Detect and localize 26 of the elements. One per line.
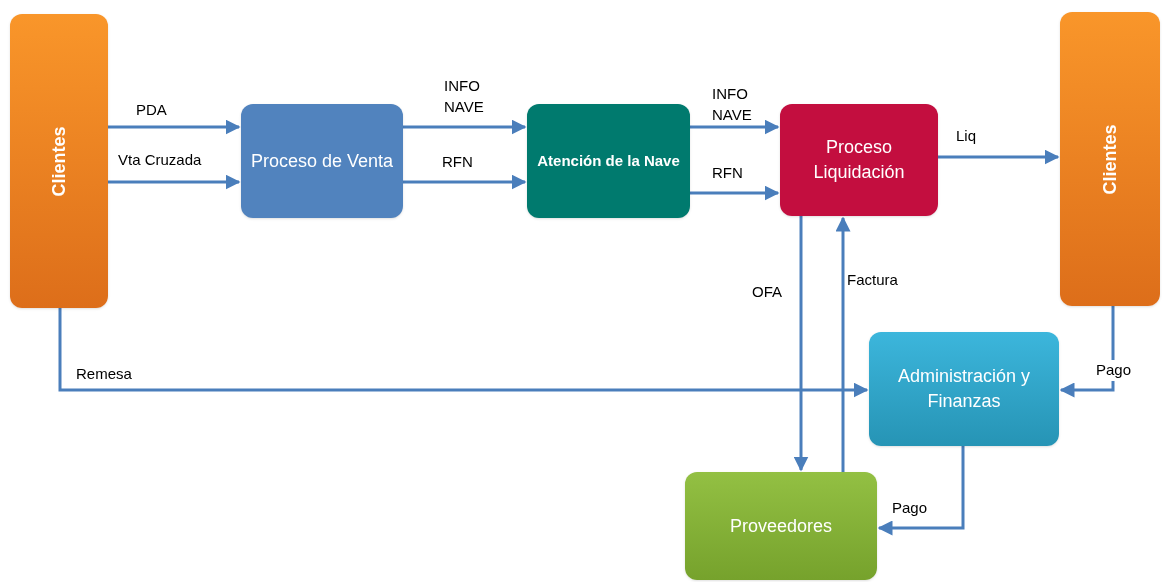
arrow [690,185,780,201]
arrow [403,174,527,190]
arrow [108,119,241,135]
node-label: Clientes [1098,124,1121,194]
node-label: Proceso de Venta [249,149,395,173]
supplier-box [685,472,877,580]
arrow [403,119,527,135]
process-box [780,104,938,216]
arrow [793,216,809,472]
client-bar [10,14,108,308]
arrow [938,149,1060,165]
process-box [241,104,403,218]
client-bar [1060,12,1160,306]
node-label: Proceso Liquidación [812,136,906,184]
arrow [877,446,965,536]
edge-label: Pago [1096,360,1132,381]
arrow [108,174,241,190]
node-label: Proveedores [728,514,834,538]
node-label: Clientes [47,126,70,196]
node-label: Atención de la Nave [536,150,681,171]
process-box [527,104,690,218]
arrow [58,308,869,398]
node-label: Administración y Finanzas [896,365,1031,413]
arrow [690,119,780,135]
department-box [869,332,1059,446]
arrow [835,216,851,472]
